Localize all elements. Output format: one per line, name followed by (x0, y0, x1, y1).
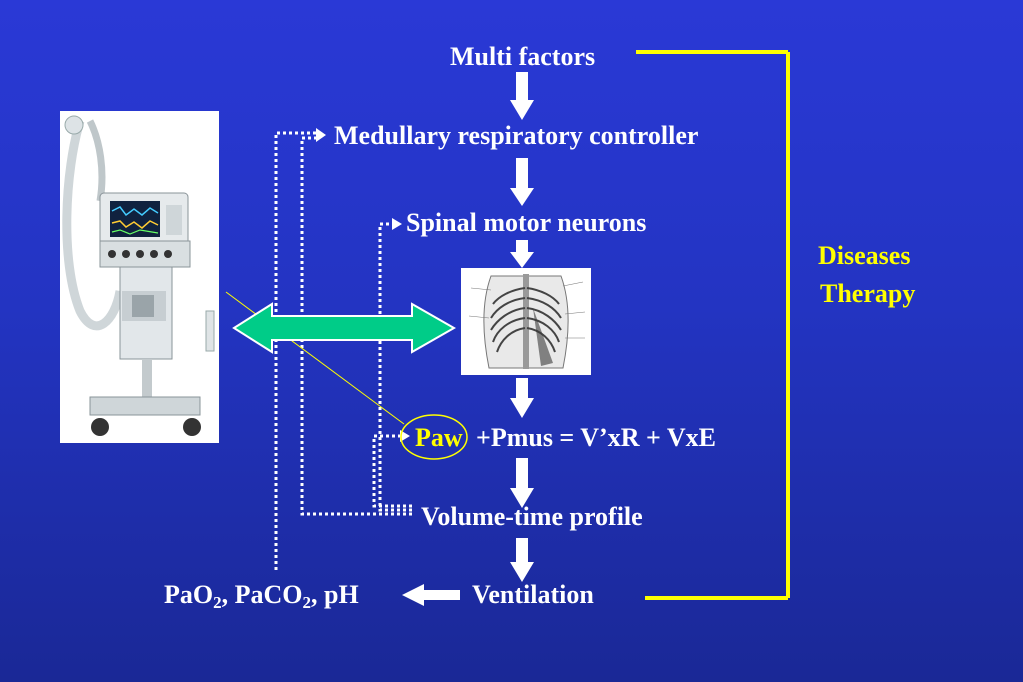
ventilator-image (60, 111, 219, 443)
feedback-loop-bracket (636, 50, 790, 600)
down-arrow-6 (510, 538, 534, 582)
rib-cage-illustration (461, 268, 591, 375)
ventilator-illustration (62, 115, 215, 436)
flow-arrows (402, 72, 534, 606)
ph-text: , pH (311, 580, 359, 609)
node-blood-gases: PaO2, PaCO2, pH (164, 580, 359, 612)
down-arrow-2 (510, 158, 534, 206)
down-arrow-1 (510, 72, 534, 120)
feedback-label-therapy: Therapy (820, 279, 916, 308)
node-multi-factors: Multi factors (450, 42, 596, 71)
node-spinal-motor-neurons: Spinal motor neurons (406, 208, 647, 237)
pao-subscript: 2 (213, 593, 222, 612)
paw-highlight-ellipse (400, 414, 468, 460)
down-arrow-3 (510, 240, 534, 268)
node-paw: Paw (415, 423, 463, 452)
node-equation: +Pmus = V’xR + VxE (476, 423, 716, 452)
down-arrow-4 (510, 378, 534, 418)
left-arrow-blood-gas (402, 584, 460, 606)
paco-subscript: 2 (302, 593, 312, 612)
node-medullary-controller: Medullary respiratory controller (334, 121, 699, 150)
thorax-anatomy-image (461, 268, 591, 375)
paw-pointer-line (225, 291, 405, 425)
feedback-label-diseases: Diseases (818, 241, 911, 270)
pao-text: PaO (164, 580, 214, 609)
paco-text: , PaCO (221, 580, 303, 609)
node-ventilation: Ventilation (472, 580, 594, 609)
dotted-arrowheads (316, 128, 410, 442)
down-arrow-5 (510, 458, 534, 508)
node-volume-time-profile: Volume-time profile (421, 502, 643, 531)
dotted-feedback-lines (274, 131, 412, 570)
double-arrow-ventilator-muscle (232, 302, 457, 354)
